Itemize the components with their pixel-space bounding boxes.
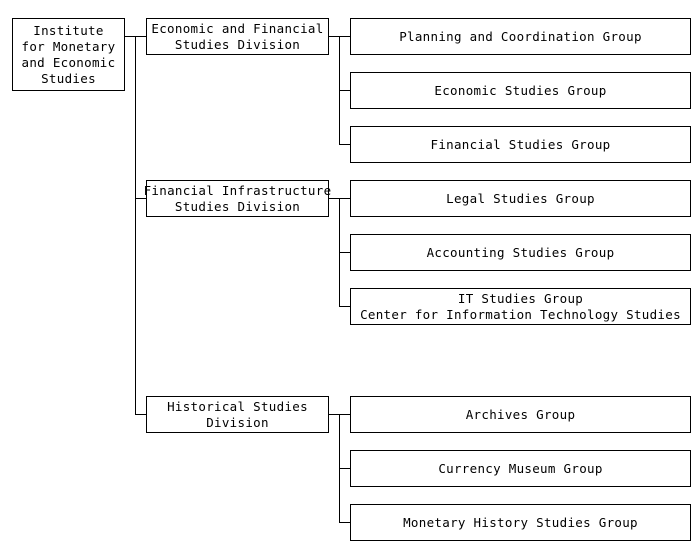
connector-to-division-2	[135, 198, 146, 199]
division-label-line: Economic and Financial	[151, 20, 324, 36]
connector-to-group	[339, 144, 350, 145]
group-label: Economic Studies Group	[434, 82, 607, 98]
division-label-line: Financial Infrastructure	[143, 182, 332, 198]
group-label: Currency Museum Group	[438, 460, 603, 476]
group-label: IT Studies Group	[457, 290, 584, 306]
connector-to-division-3	[135, 414, 146, 415]
connector-to-group	[339, 90, 350, 91]
group-archives: Archives Group	[350, 396, 691, 433]
group-financial-studies: Financial Studies Group	[350, 126, 691, 163]
connector-to-group	[339, 468, 350, 469]
division-label-line: Historical Studies	[167, 398, 308, 414]
group-label: Center for Information Technology Studie…	[360, 306, 681, 322]
group-monetary-history: Monetary History Studies Group	[350, 504, 691, 541]
division-historical-studies: Historical Studies Division	[146, 396, 329, 433]
group-it-studies: IT Studies Group Center for Information …	[350, 288, 691, 325]
division-label-line: Studies Division	[174, 198, 301, 214]
group-label: Financial Studies Group	[430, 136, 611, 152]
group-accounting-studies: Accounting Studies Group	[350, 234, 691, 271]
group-legal-studies: Legal Studies Group	[350, 180, 691, 217]
division-financial-infrastructure: Financial Infrastructure Studies Divisio…	[143, 180, 332, 217]
group-label: Planning and Coordination Group	[399, 28, 642, 44]
group-label: Legal Studies Group	[446, 190, 595, 206]
connector-root-spine	[135, 36, 136, 415]
division-label-line: Studies Division	[174, 36, 301, 52]
root-node: Institute for Monetary and Economic Stud…	[12, 18, 125, 91]
connector-to-group	[339, 522, 350, 523]
connector-to-division-1	[135, 36, 146, 37]
group-economic-studies: Economic Studies Group	[350, 72, 691, 109]
group-label: Accounting Studies Group	[426, 244, 615, 260]
connector-to-group	[339, 252, 350, 253]
group-label: Archives Group	[465, 406, 576, 422]
group-label: Monetary History Studies Group	[403, 514, 638, 530]
root-node-label: Institute for Monetary and Economic Stud…	[21, 22, 116, 86]
group-currency-museum: Currency Museum Group	[350, 450, 691, 487]
division-economic-financial: Economic and Financial Studies Division	[146, 18, 329, 55]
connector-root-out	[125, 36, 136, 37]
division-label-line: Division	[206, 414, 269, 430]
group-planning-coordination: Planning and Coordination Group	[350, 18, 691, 55]
connector-to-group	[339, 306, 350, 307]
